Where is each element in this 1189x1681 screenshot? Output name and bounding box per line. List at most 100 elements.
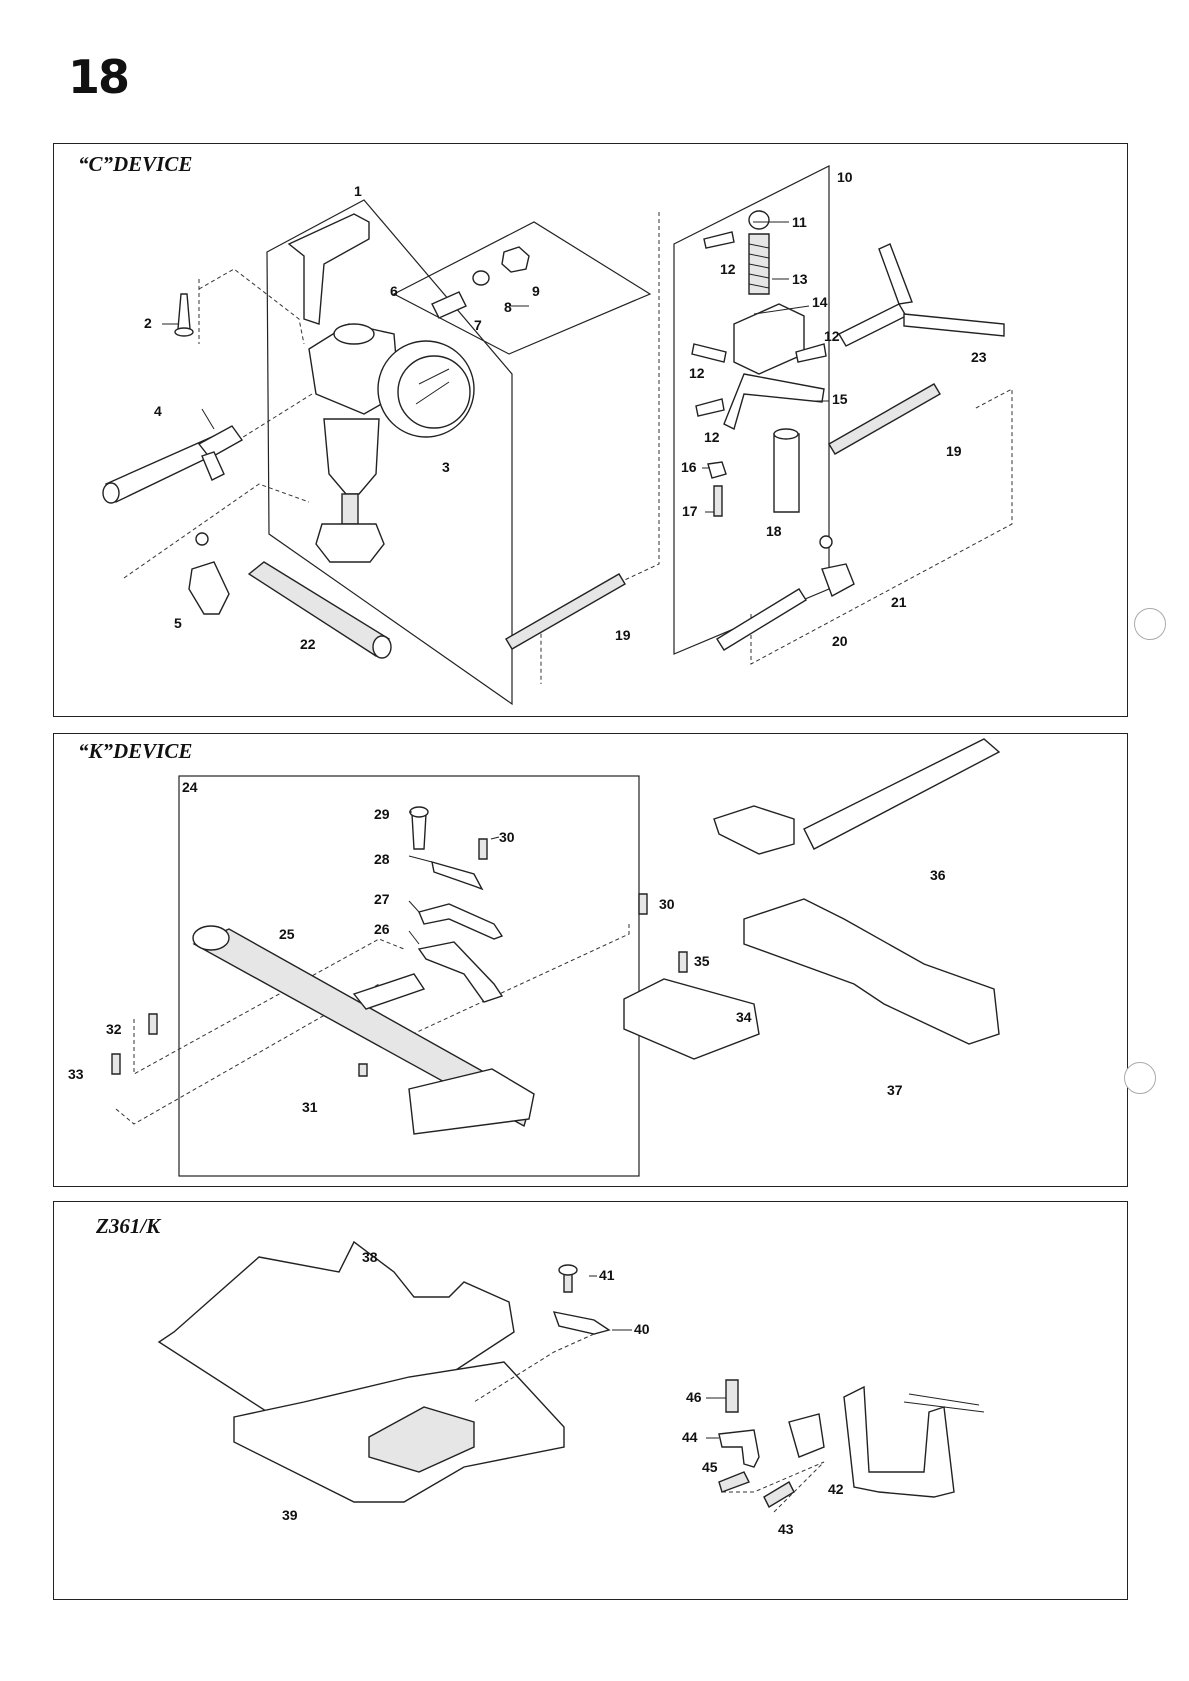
lever-27 xyxy=(418,903,504,940)
callout-42: 42 xyxy=(828,1481,844,1497)
callout-2: 2 xyxy=(144,315,152,331)
screw-43 xyxy=(763,1481,795,1508)
callout-3: 3 xyxy=(442,459,450,475)
callout-8: 8 xyxy=(504,299,512,315)
regulator-knob xyxy=(315,523,385,563)
plate-34 xyxy=(623,978,760,1060)
callout-1: 1 xyxy=(354,183,362,199)
arm-15 xyxy=(723,373,825,431)
callout-5: 5 xyxy=(174,615,182,631)
callout-41: 41 xyxy=(599,1267,615,1283)
callout-9: 9 xyxy=(532,283,540,299)
screw-30a xyxy=(478,838,488,860)
screw-12b xyxy=(691,343,727,363)
screw-45 xyxy=(718,1471,750,1493)
panel-title: “K”DEVICE xyxy=(78,739,193,763)
c-device-panel: “C”DEVICE xyxy=(53,143,1128,717)
callout-16: 16 xyxy=(681,459,697,475)
callout-23: 23 xyxy=(971,349,987,365)
callout-40: 40 xyxy=(634,1321,650,1337)
block-14 xyxy=(733,303,805,375)
pin-46 xyxy=(725,1379,739,1413)
bracket-37 xyxy=(743,898,1000,1045)
regulator-stem xyxy=(341,493,359,525)
callout-11: 11 xyxy=(792,214,807,230)
bracket-1 xyxy=(287,213,370,325)
coupler-20 xyxy=(716,588,807,651)
clamp-5 xyxy=(188,561,230,615)
callout-6: 6 xyxy=(390,283,398,299)
k-device-diagram: 24 25 26 27 28 29 30 30 31 32 33 34 35 3… xyxy=(68,738,1001,1177)
callout-12d: 12 xyxy=(704,429,720,445)
callout-38: 38 xyxy=(362,1249,378,1265)
screw-12c xyxy=(795,343,827,363)
callout-37: 37 xyxy=(887,1082,903,1098)
panel-title: Z361/K xyxy=(96,1214,161,1238)
callout-15: 15 xyxy=(832,391,848,407)
callout-35: 35 xyxy=(694,953,710,969)
screw-33 xyxy=(111,1053,121,1075)
feed-dog xyxy=(843,1385,955,1498)
z361k-panel: Z361/K 38 39 40 41 42 43 44 45 46 xyxy=(53,1201,1128,1600)
collar-11 xyxy=(748,210,770,230)
callout-13: 13 xyxy=(792,271,808,287)
callout-45: 45 xyxy=(702,1459,718,1475)
callout-30a: 30 xyxy=(499,829,515,845)
callout-21: 21 xyxy=(891,594,907,610)
screw-12d xyxy=(695,398,725,417)
callout-10: 10 xyxy=(837,169,853,185)
screw-12a xyxy=(703,231,735,249)
nut-9 xyxy=(501,246,530,273)
base-39-insert xyxy=(368,1406,475,1473)
callout-43: 43 xyxy=(778,1521,794,1537)
callout-31: 31 xyxy=(302,1099,318,1115)
screw-30b xyxy=(638,893,648,915)
fitting-8 xyxy=(472,270,490,286)
screw-2 xyxy=(177,293,191,330)
link-44 xyxy=(718,1429,760,1468)
lever-40 xyxy=(552,1311,611,1335)
shaft-36-bracket xyxy=(713,805,795,855)
callout-12c: 12 xyxy=(689,365,705,381)
regulator-cap xyxy=(333,323,375,345)
callout-12a: 12 xyxy=(720,261,736,277)
panel-title: “C”DEVICE xyxy=(78,152,193,176)
z361k-diagram: 38 39 40 41 42 43 44 45 46 xyxy=(157,1240,985,1537)
callout-17: 17 xyxy=(682,503,698,519)
callout-18: 18 xyxy=(766,523,782,539)
rail-tab xyxy=(352,973,426,1010)
cylinder-18 xyxy=(773,433,800,513)
callout-46: 46 xyxy=(686,1389,702,1405)
lever-26 xyxy=(417,941,504,1003)
callout-12b: 12 xyxy=(824,328,840,344)
group-box-6 xyxy=(392,221,652,355)
callout-30b: 30 xyxy=(659,896,675,912)
screw-17 xyxy=(713,485,723,517)
k-device-panel: “K”DEVICE 24 25 26 27 28 29 3 xyxy=(53,733,1128,1187)
page-number: 18 xyxy=(68,50,130,104)
callout-20: 20 xyxy=(832,633,848,649)
tube-22 xyxy=(247,561,391,657)
callout-26: 26 xyxy=(374,921,390,937)
callout-24: 24 xyxy=(182,779,198,795)
group-box-24 xyxy=(178,775,640,1177)
callout-33: 33 xyxy=(68,1066,84,1082)
callout-25: 25 xyxy=(279,926,295,942)
callout-39: 39 xyxy=(282,1507,298,1523)
screw-31 xyxy=(358,1063,368,1077)
screw-32 xyxy=(148,1013,158,1035)
callout-14: 14 xyxy=(812,294,828,310)
pin-29 xyxy=(411,813,427,850)
callout-7: 7 xyxy=(474,317,482,333)
scan-punch-hole xyxy=(1124,1062,1156,1094)
rod-19a xyxy=(828,383,941,455)
fitting-7 xyxy=(431,291,467,319)
rod-19b xyxy=(505,573,626,650)
regulator-bowl xyxy=(323,418,380,495)
rail-foot xyxy=(408,1068,535,1135)
callout-32: 32 xyxy=(106,1021,122,1037)
shaft-36 xyxy=(803,738,1001,850)
callout-27: 27 xyxy=(374,891,390,907)
spring-28 xyxy=(431,861,484,891)
callout-29: 29 xyxy=(374,806,390,822)
